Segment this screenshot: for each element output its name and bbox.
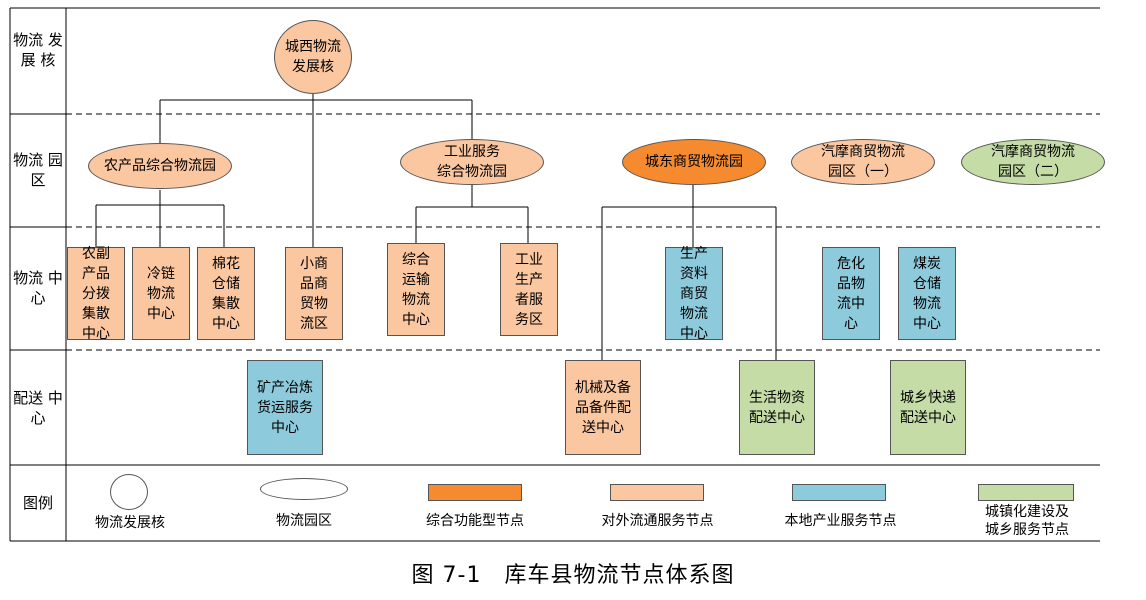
legend-external-symbol	[610, 484, 704, 501]
node-dist-machinery: 机械及备 品备件配 送中心	[565, 360, 641, 455]
legend-park-label: 物流园区	[276, 513, 332, 529]
figure-caption: 图 7-1 库车县物流节点体系图	[411, 563, 735, 588]
row-label-legend: 图例	[22, 494, 53, 512]
node-park-moto-1: 汽摩商贸物流 园区（一）	[791, 139, 935, 185]
node-park-moto-2: 汽摩商贸物流 园区（二）	[961, 139, 1105, 185]
legend-core-symbol	[110, 474, 148, 510]
legend-local-symbol	[792, 484, 886, 501]
row-label-dist: 配送 中心	[13, 389, 63, 427]
node-dist-mineral: 矿产冶炼 货运服务 中心	[247, 360, 323, 455]
node-dist-living: 生活物资 配送中心	[739, 360, 815, 455]
node-park-industrial: 工业服务 综合物流园	[400, 139, 544, 185]
legend-func-symbol	[428, 484, 522, 501]
legend-park-symbol	[260, 478, 348, 500]
node-park-east: 城东商贸物流园	[622, 139, 766, 185]
legend-external-label: 对外流通服务节点	[601, 513, 714, 529]
node-center-cold-chain: 冷链 物流 中心	[132, 247, 190, 340]
node-center-agri-dist: 农副 产品 分拨 集散 中心	[67, 246, 125, 342]
node-center-hazardous: 危化 品物 流中 心	[822, 247, 880, 340]
legend-urban-symbol	[978, 484, 1074, 501]
row-label-center: 物流 中心	[13, 269, 63, 307]
legend-func-label: 综合功能型节点	[426, 513, 524, 529]
node-center-cotton: 棉花 仓储 集散 中心	[197, 247, 255, 340]
node-center-production-means: 生产 资料 商贸 物流 中心	[665, 246, 723, 342]
row-label-park: 物流 园区	[13, 151, 63, 189]
legend-core-label: 物流发展核	[95, 515, 165, 531]
node-core: 城西物流 发展核	[274, 20, 352, 94]
legend-local-label: 本地产业服务节点	[784, 513, 897, 529]
node-dist-express: 城乡快递 配送中心	[890, 360, 966, 455]
node-center-transport: 综合 运输 物流 中心	[387, 243, 445, 336]
node-center-coal: 煤炭 仓储 物流 中心	[898, 247, 956, 340]
node-center-small-goods: 小商 品商 贸物 流区	[285, 247, 343, 340]
legend-urban-label: 城镇化建设及 城乡服务节点	[985, 504, 1069, 538]
row-label-core: 物流 发展 核	[13, 31, 63, 69]
node-park-agri: 农产品综合物流园	[88, 143, 232, 189]
node-center-industry: 工业 生产 者服 务区	[500, 243, 558, 336]
